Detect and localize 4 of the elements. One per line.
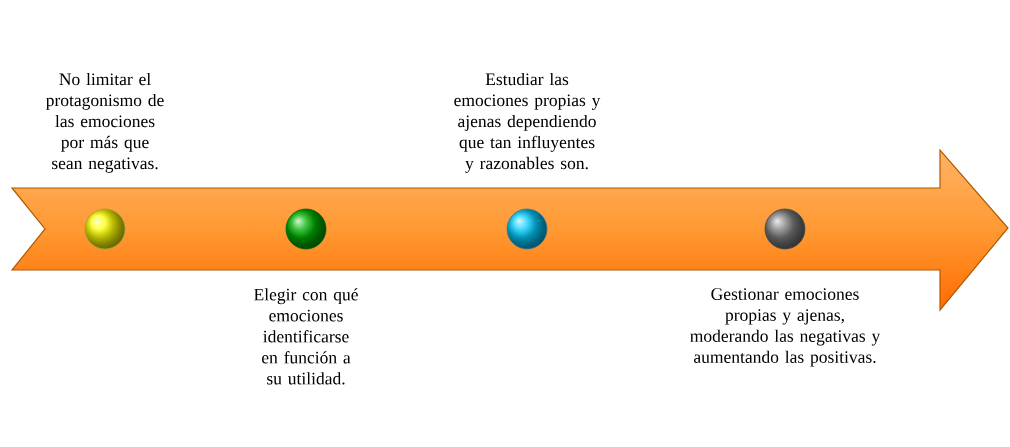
- step-text: Estudiar las emociones propias y ajenas dependiendo que tan influyentes y razonables son.: [454, 72, 601, 173]
- step-text: Gestionar emociones propias y ajenas, moderando las negativas y aumentando las positivas.: [690, 288, 881, 367]
- step-text: Elegir con qué emociones identificarse en función a su utilidad.: [254, 288, 358, 385]
- step-text: No limitar el protagonismo de las emociones por más que sean negativas.: [46, 72, 164, 173]
